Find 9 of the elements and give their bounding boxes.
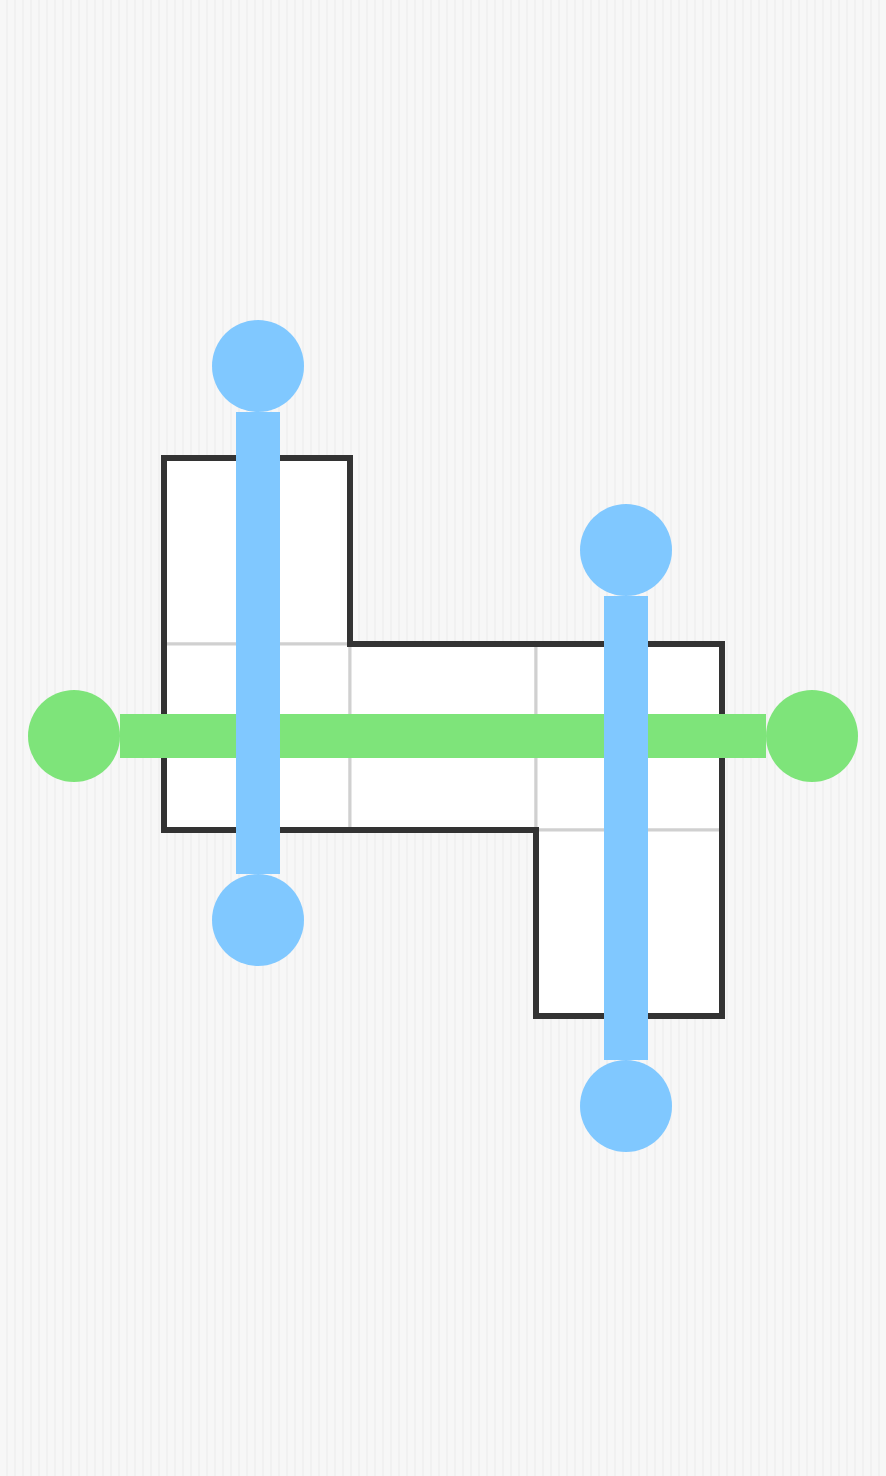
line-connector — [236, 412, 280, 874]
line-connector — [120, 714, 766, 758]
circle-end — [580, 504, 672, 596]
line-connector — [604, 596, 648, 1060]
circle-end — [212, 320, 304, 412]
circle-end — [28, 690, 120, 782]
circle-end — [580, 1060, 672, 1152]
circle-end — [766, 690, 858, 782]
circle-end — [212, 874, 304, 966]
